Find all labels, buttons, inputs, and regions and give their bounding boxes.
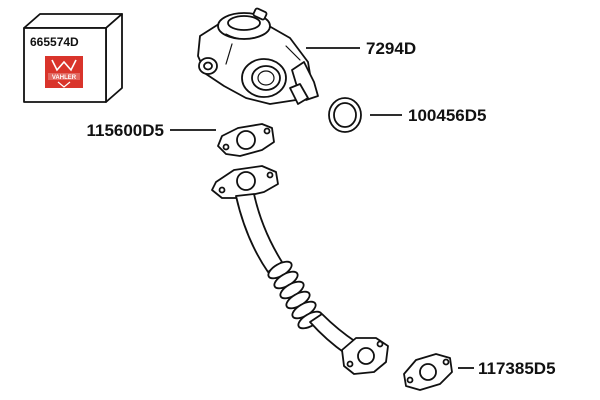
vahler-logo: VAHLER (45, 56, 83, 88)
vacuum-nipple (252, 7, 268, 21)
package-code: 665574D (30, 35, 79, 49)
part-code-gasket-upper: 115600D5 (86, 121, 164, 140)
sensor-connector (289, 83, 309, 105)
pipe-flex-section (267, 260, 323, 330)
part-code-egr-valve: 7294D (366, 39, 416, 58)
egr-pipe (211, 165, 389, 375)
brand-name: VAHLER (52, 75, 77, 81)
box-side-face (105, 13, 123, 103)
egr-valve (197, 7, 319, 105)
logo-emblem-icon (51, 59, 77, 72)
pipe-tube-upper (235, 193, 283, 273)
o-ring (328, 97, 362, 133)
gasket-lower (403, 353, 453, 391)
package-box: 665574D VAHLER (23, 13, 123, 103)
part-code-o-ring: 100456D5 (408, 106, 486, 125)
gasket-upper (217, 123, 275, 157)
part-code-gasket-lower: 117385D5 (478, 359, 556, 378)
